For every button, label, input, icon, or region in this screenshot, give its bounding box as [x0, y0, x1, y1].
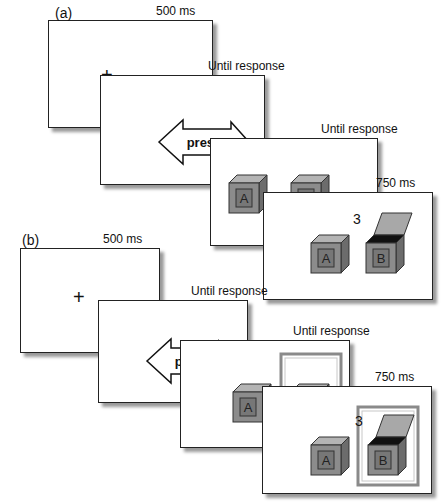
box-letter: A [240, 398, 256, 416]
letter-plate [240, 398, 256, 416]
letter-plate [318, 249, 334, 267]
letter-plate [236, 189, 252, 207]
duration-label: Until response [191, 284, 268, 298]
panel-label: (a) [55, 5, 72, 21]
box-letter: A [318, 451, 334, 469]
box-front [366, 243, 396, 273]
box-letter: A [236, 189, 252, 207]
box-front [311, 445, 341, 475]
box-side [341, 437, 349, 475]
box-front [368, 445, 398, 475]
box-front [233, 392, 263, 422]
duration-label: Until response [293, 324, 370, 338]
letter-plate [318, 451, 334, 469]
duration-label: 750 ms [375, 370, 414, 384]
open-box-stimulus: 3B [366, 235, 406, 275]
trial-screen: 750 msA3B [263, 192, 433, 300]
reward-number: 3 [355, 413, 363, 429]
duration-label: 500 ms [103, 232, 142, 246]
box-side [341, 235, 349, 273]
cube-drawing [311, 235, 351, 275]
box-letter: B [373, 249, 389, 267]
box-stimulus: A [311, 235, 351, 275]
duration-label: 750 ms [376, 176, 415, 190]
open-box-stimulus: 3B [368, 437, 408, 477]
box-letter: A [318, 249, 334, 267]
cube-drawing [368, 437, 408, 477]
open-lid [376, 415, 414, 437]
duration-label: Until response [208, 59, 285, 73]
box-stimulus: A [311, 437, 351, 477]
open-lid [374, 213, 412, 235]
highlight-frame [358, 407, 418, 485]
trial-screen: 750 msA3B [262, 386, 432, 494]
box-front [229, 183, 259, 213]
panel-label: (b) [22, 232, 39, 248]
highlight-inner [362, 411, 414, 481]
letter-plate [373, 249, 389, 267]
letter-plate [375, 451, 391, 469]
box-letter: B [375, 451, 391, 469]
duration-label: Until response [321, 122, 398, 136]
cube-drawing [366, 235, 406, 275]
duration-label: 500 ms [156, 4, 195, 18]
box-front [311, 243, 341, 273]
box-side [398, 437, 406, 475]
box-side [396, 235, 404, 273]
cube-drawing [311, 437, 351, 477]
reward-number: 3 [353, 211, 361, 227]
fixation-cross: + [73, 287, 85, 307]
